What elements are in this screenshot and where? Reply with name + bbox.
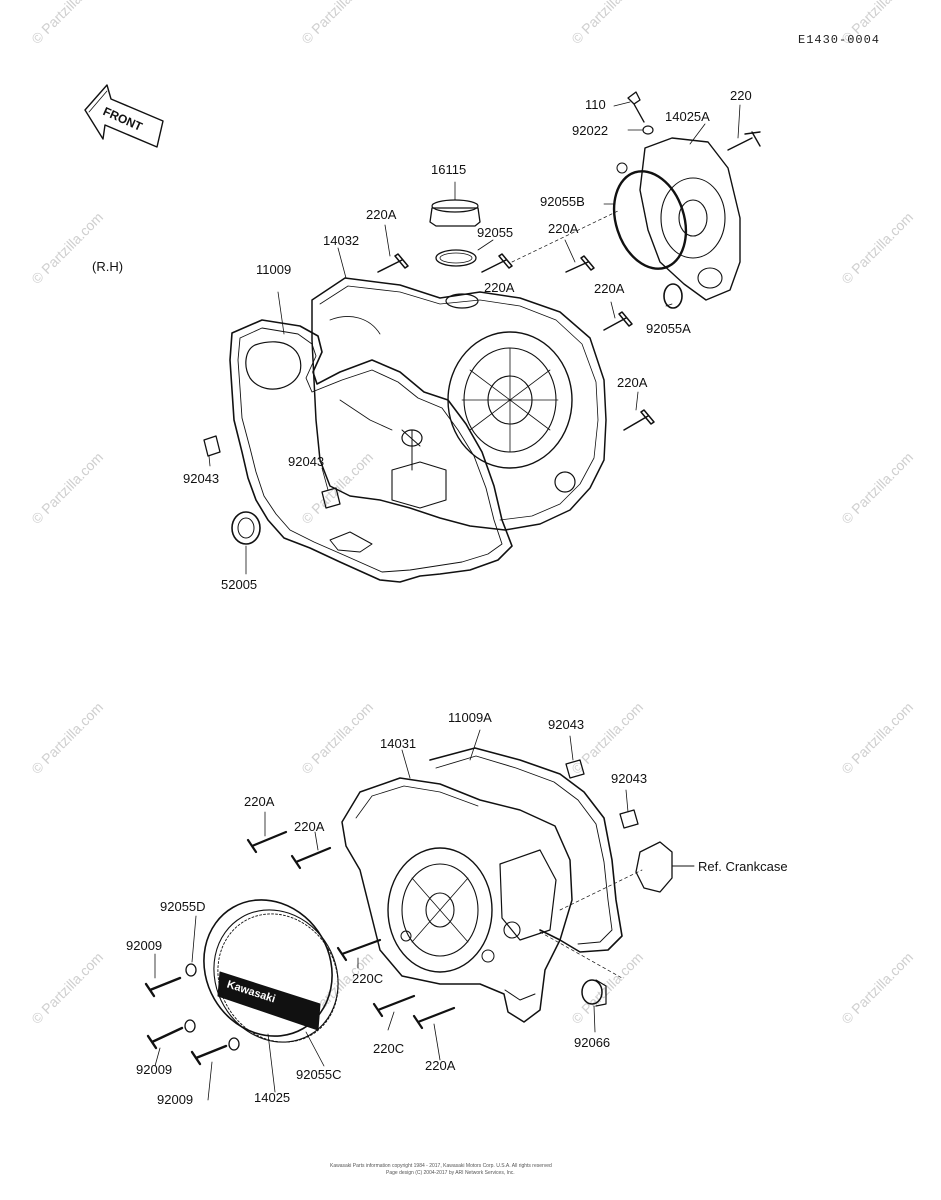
bolt-220A — [290, 846, 332, 870]
part-label-220: 220 — [730, 88, 752, 103]
part-label-92055: 92055 — [477, 225, 514, 240]
bolt-220A — [565, 255, 595, 273]
washer-92055D — [184, 1019, 196, 1033]
plug-92066 — [581, 979, 603, 1005]
part-label-92009: 92009 — [157, 1092, 194, 1107]
bolt-220A — [377, 253, 409, 273]
bolt-220A — [481, 253, 513, 273]
part-label-92066: 92066 — [574, 1035, 611, 1050]
part-label-220A: 220A — [244, 794, 275, 809]
seal-52005 — [231, 511, 261, 545]
part-label-14025A: 14025A — [665, 109, 710, 124]
part-label-92022: 92022 — [572, 123, 609, 138]
footer-copyright: Kawasaki Parts information copyright 198… — [330, 1163, 552, 1169]
oring-92055A — [663, 283, 683, 309]
bolt-220A — [246, 830, 288, 854]
dowel-92043 — [565, 759, 585, 779]
part-label-16115: 16115 — [431, 162, 467, 177]
bolt-220C — [336, 938, 382, 962]
part-label-92055D: 92055D — [160, 899, 206, 914]
bolt-220 — [727, 131, 761, 151]
cap-16115 — [429, 207, 481, 227]
cover-14025 — [203, 899, 339, 1043]
part-label-52005: 52005 — [221, 577, 258, 592]
oring-92055 — [435, 249, 477, 267]
oring-92055B — [612, 170, 688, 270]
part-label-14032: 14032 — [323, 233, 360, 248]
part-label-14031: 14031 — [380, 736, 417, 751]
gasket-11009A — [429, 747, 623, 953]
diagram-code: E1430-0004 — [798, 33, 881, 47]
part-label-110: 110 — [585, 97, 606, 112]
part-label-220A: 220A — [484, 280, 515, 295]
bolt-220C — [372, 994, 416, 1018]
cover-14031 — [341, 777, 573, 1023]
side-label: (R.H) — [92, 259, 124, 274]
bolt-220A — [412, 1006, 456, 1030]
screw-92009 — [190, 1044, 228, 1066]
bolt-110 — [627, 91, 645, 123]
part-label-220A: 220A — [425, 1058, 456, 1073]
part-label-220C: 220C — [352, 971, 384, 986]
cover-14032 — [311, 277, 607, 531]
front-arrow-icon — [84, 84, 164, 148]
part-label-220A: 220A — [594, 281, 625, 296]
part-label-220A: 220A — [617, 375, 648, 390]
dowel-92043 — [203, 435, 221, 457]
part-label-92043: 92043 — [611, 771, 648, 786]
screw-92009 — [146, 1026, 184, 1050]
part-label-11009: 11009 — [256, 262, 292, 277]
part-label-220A: 220A — [548, 221, 579, 236]
part-label-92055C: 92055C — [296, 1067, 342, 1082]
bolt-220A — [603, 311, 633, 331]
footer-page-design: Page design (C) 2004-2017 by ARI Network… — [386, 1170, 515, 1176]
washer-92022 — [642, 125, 654, 135]
washer-92055D — [228, 1037, 240, 1051]
part-label-92055B: 92055B — [540, 194, 585, 209]
gasket-11009 — [229, 319, 513, 583]
part-label-220A: 220A — [294, 819, 325, 834]
part-label-92009: 92009 — [136, 1062, 173, 1077]
part-label-14025: 14025 — [254, 1090, 291, 1105]
part-label-92043: 92043 — [548, 717, 585, 732]
part-label-92009: 92009 — [126, 938, 163, 953]
part-label-92043: 92043 — [288, 454, 325, 469]
ref-crankcase-label: Ref. Crankcase — [698, 859, 788, 874]
part-label-92055A: 92055A — [646, 321, 691, 336]
bolt-220A — [623, 409, 655, 431]
crankcase-ref-part — [635, 841, 673, 893]
part-label-220C: 220C — [373, 1041, 405, 1056]
dowel-92043 — [619, 809, 639, 829]
part-label-220A: 220A — [366, 207, 397, 222]
washer-92055D — [185, 963, 197, 977]
screw-92009 — [144, 976, 182, 998]
cover-14025A — [639, 137, 741, 301]
part-label-92043: 92043 — [183, 471, 220, 486]
dowel-92043 — [321, 487, 341, 509]
oring-92055C — [217, 913, 339, 1043]
part-label-11009A: 11009A — [448, 710, 492, 725]
